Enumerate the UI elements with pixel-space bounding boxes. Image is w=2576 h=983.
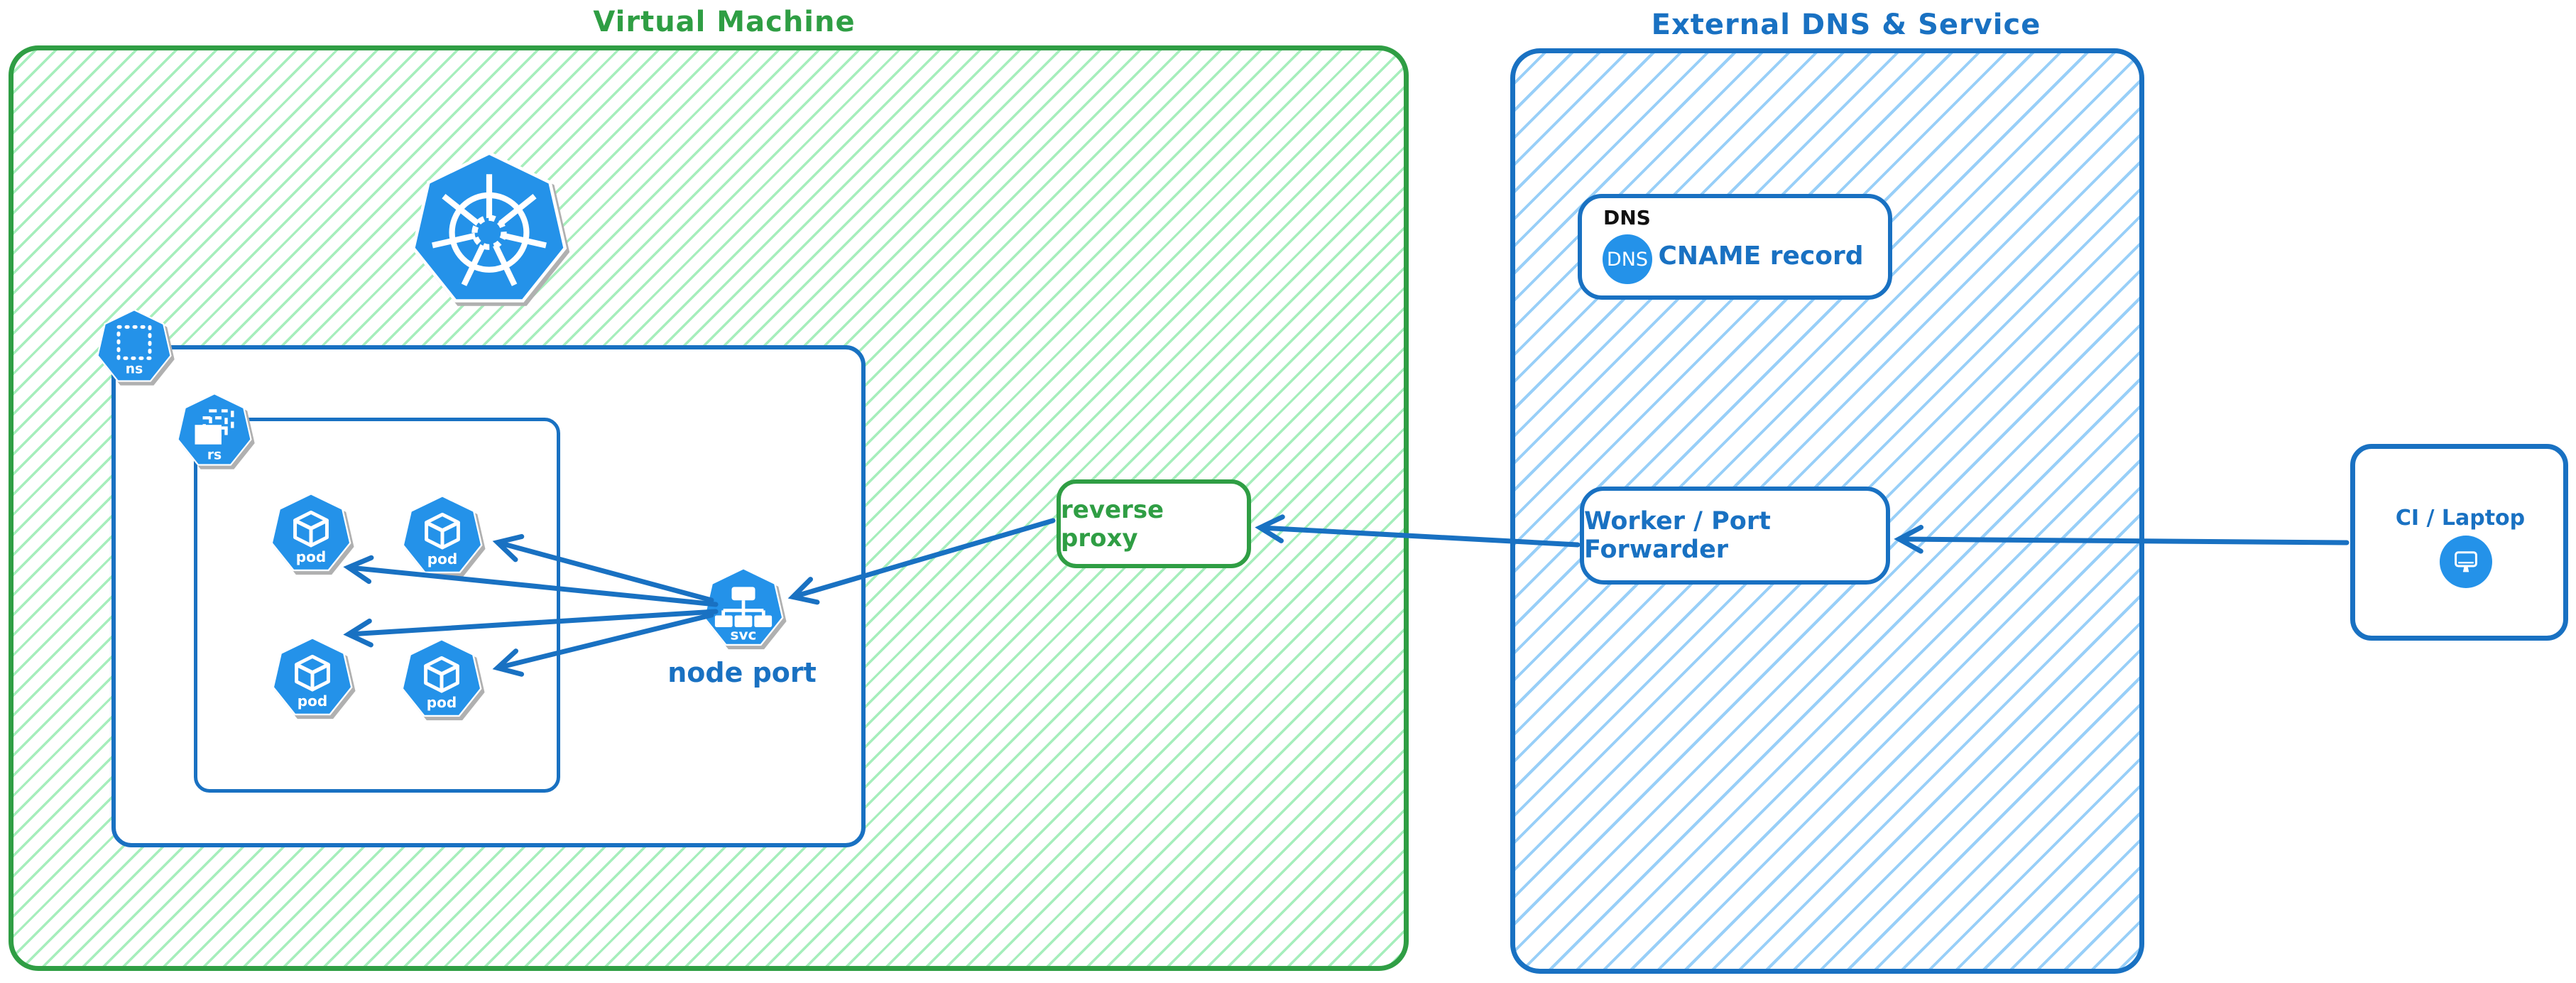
- pod-icon-2[interactable]: pod: [400, 494, 484, 578]
- external-dns-title[interactable]: External DNS & Service: [1651, 9, 2041, 41]
- pod-cube-glyph: [425, 512, 460, 550]
- replicaset-box[interactable]: [194, 418, 560, 793]
- pod-icon-label: pod: [427, 694, 457, 711]
- namespace-dotted-square: [116, 325, 152, 360]
- replicaset-icon[interactable]: rs: [175, 392, 253, 470]
- pod-icon-1[interactable]: pod: [269, 492, 353, 576]
- pod-icon-label: pod: [296, 548, 326, 565]
- replicaset-icon-label: rs: [207, 448, 222, 463]
- namespace-heptagon: [97, 308, 172, 382]
- pod-cube-glyph: [293, 510, 329, 548]
- ci-laptop-label: CI / Laptop: [2395, 506, 2526, 531]
- namespace-icon-label: ns: [126, 362, 143, 376]
- dns-icon-label: DNS: [1606, 248, 1649, 271]
- kubernetes-wheel: [432, 174, 547, 286]
- node-port-label[interactable]: node port: [667, 657, 817, 688]
- service-icon[interactable]: svc: [702, 567, 785, 651]
- monitor-glyph: [2455, 551, 2477, 572]
- pod-icon-label: pod: [298, 693, 327, 710]
- worker-port-forwarder-label: Worker / Port Forwarder: [1584, 507, 1771, 564]
- service-tree-glyph: [714, 587, 773, 627]
- dns-icon[interactable]: DNS: [1603, 234, 1652, 284]
- pod-icon-3[interactable]: pod: [271, 636, 354, 720]
- dns-tag-label: DNS: [1603, 206, 1651, 229]
- worker-port-forwarder-box[interactable]: Worker / Port Forwarder: [1580, 487, 1890, 585]
- reverse-proxy-label: reverse proxy: [1061, 495, 1164, 553]
- pod-cube-glyph: [295, 654, 330, 692]
- namespace-icon[interactable]: ns: [95, 308, 173, 386]
- kubernetes-icon[interactable]: [408, 149, 570, 313]
- replicaset-cascade-glyph: [195, 409, 234, 445]
- reverse-proxy-box[interactable]: reverse proxy: [1057, 479, 1251, 568]
- pod-cube-glyph: [424, 656, 459, 693]
- virtual-machine-title[interactable]: Virtual Machine: [593, 6, 856, 38]
- cname-record-label: CNAME record: [1658, 241, 1864, 271]
- pod-icon-4[interactable]: pod: [400, 638, 484, 722]
- service-icon-label: svc: [731, 626, 757, 643]
- monitor-icon: [2440, 536, 2492, 588]
- pod-icon-label: pod: [427, 550, 457, 567]
